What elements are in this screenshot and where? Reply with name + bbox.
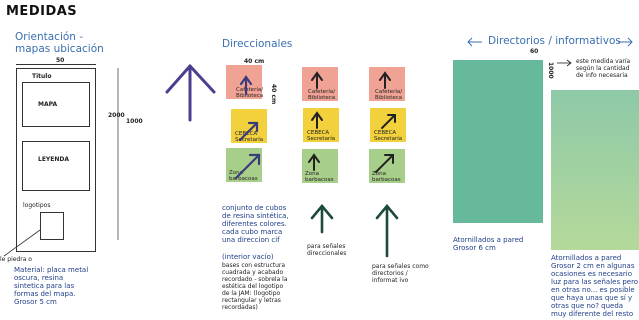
- cube-cebeca: CEBECA Secretaría: [303, 108, 339, 142]
- directory-panel-large: [453, 60, 543, 223]
- cube-label: Zona barbacoas: [229, 170, 258, 182]
- cube-cebeca: CEBECA Secretaría: [370, 108, 406, 142]
- arrow-diagonal-icon: [375, 154, 394, 173]
- direccionales-signals-note-1: para señales direccionales: [307, 243, 347, 257]
- orientation-sign-outline: [16, 68, 96, 252]
- arrow-up-icon: [308, 153, 320, 171]
- directory-panel-gradient: [551, 90, 639, 250]
- orientation-base-label: le piedra o: [0, 256, 32, 263]
- direccionales-desc-note: conjunto de cubos de resina sintética, d…: [222, 204, 289, 244]
- directorios-caption-1: Atornillados a pared Grosor 6 cm: [453, 236, 524, 252]
- cube-label: Zona barbacoas: [372, 171, 401, 183]
- direction-arrow-icon: [375, 203, 399, 258]
- arrow-up-icon: [311, 111, 323, 129]
- direccionales-bases-note: bases con estructura cuadrada y acabado …: [222, 262, 288, 311]
- arrow-diagonal-icon: [238, 121, 259, 142]
- direccionales-heading: Direccionales: [222, 38, 293, 50]
- orientation-width-dim: 50: [56, 57, 65, 64]
- cube-label: Zona barbacoas: [305, 171, 334, 183]
- arrow-up-icon: [311, 71, 323, 89]
- orientation-mapa: MAPA: [38, 101, 58, 108]
- cube-zona: Zona barbacoas: [302, 149, 338, 183]
- pointer-arrow-icon: [557, 59, 572, 67]
- orientation-height-dim-a: 2000: [108, 112, 125, 119]
- arrow-diagonal-icon: [234, 153, 261, 180]
- page-title: MEDIDAS: [6, 4, 78, 19]
- direccionales-interior-note: (interior vacío): [222, 253, 274, 261]
- direccionales-signals-note-2: para señales como directorios / informat…: [372, 263, 429, 284]
- orientation-heading: Orientación - mapas ubicación: [15, 31, 104, 55]
- cube-cafeteria: Cafetería/ Biblioteca: [369, 67, 405, 101]
- cube-zona: Zona barbacoas: [226, 148, 262, 182]
- legend-area-box: [22, 141, 90, 191]
- arrow-up-icon: [239, 75, 253, 96]
- cube-label: CEBECA Secretaría: [374, 130, 403, 142]
- directorios-height-dim: 1000: [547, 62, 554, 79]
- cube-label: Cafetería/ Biblioteca: [236, 87, 264, 99]
- cube-label: CEBECA Secretaría: [307, 130, 336, 142]
- directorios-side-note: este medida varía según la cantidad de i…: [576, 58, 631, 79]
- orientation-leyenda: LEYENDA: [38, 156, 70, 163]
- dimension-line: [16, 64, 96, 65]
- big-up-arrow-icon: [165, 64, 216, 122]
- direccionales-width-dim: 40 cm: [244, 58, 265, 65]
- directorios-heading: Directorios / informativos: [488, 35, 621, 47]
- orientation-height-dim-b: 1000: [126, 118, 143, 125]
- arrow-up-icon: [379, 71, 391, 89]
- direccionales-height-dim: 40 cm: [270, 84, 277, 105]
- arrow-diagonal-icon: [381, 114, 396, 129]
- orientation-titulo: Titulo: [32, 73, 52, 80]
- cube-label: Cafetería/ Biblioteca: [308, 89, 336, 101]
- base-block: [40, 212, 64, 240]
- leader-line: [3, 229, 41, 257]
- cube-cafeteria: Cafetería/ Biblioteca: [226, 65, 264, 99]
- directorios-width-dim: 60: [530, 48, 539, 55]
- cube-label: Cafetería/ Biblioteca: [375, 89, 403, 101]
- map-area-box: [22, 82, 90, 127]
- directorios-caption-2: Atornillados a pared Grosor 2 cm en algu…: [551, 254, 639, 318]
- cube-cafeteria: Cafetería/ Biblioteca: [302, 67, 338, 101]
- orientation-logotipos: logotipos: [23, 202, 51, 209]
- heading-arrows: [467, 37, 633, 47]
- orientation-material-note: Material: placa metal oscura, resina sin…: [14, 266, 89, 306]
- direction-arrow-icon: [310, 203, 334, 234]
